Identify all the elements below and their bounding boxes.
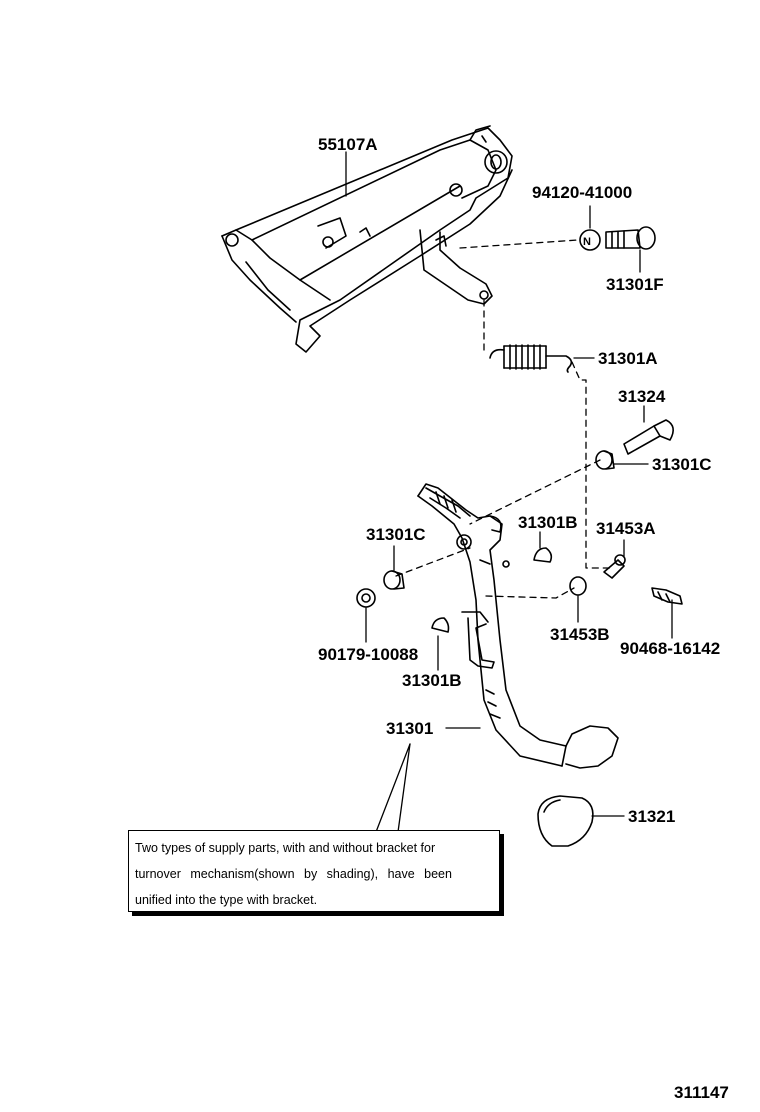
nut-mark: N <box>583 236 591 248</box>
label-31301f: 31301F <box>606 275 664 294</box>
label-31301a: 31301A <box>598 349 658 368</box>
note-box: Two types of supply parts, with and with… <box>128 830 500 912</box>
label-31301c-right: 31301C <box>652 455 712 474</box>
figure-number: 311147 <box>674 1083 729 1102</box>
pin-31324 <box>623 419 674 455</box>
label-55107a: 55107A <box>318 135 378 154</box>
label-31321: 31321 <box>628 807 675 826</box>
bushing-31301c-left <box>383 570 405 590</box>
pedal-bracket-support <box>221 125 513 353</box>
assembly-lines <box>395 239 615 599</box>
label-31301b-bottom: 31301B <box>402 671 462 690</box>
clip-31301b-bottom <box>431 617 450 633</box>
nut-90179-10088 <box>356 588 376 608</box>
clip-31301b-top <box>533 547 553 563</box>
clip-90468-16142 <box>651 587 683 605</box>
note-line-2: turnover mechanism(shown by shading), ha… <box>135 867 452 881</box>
label-31324: 31324 <box>618 387 666 406</box>
label-94120-41000: 94120-41000 <box>532 183 632 202</box>
bolt-31301f <box>605 226 656 250</box>
label-31301b-top: 31301B <box>518 513 578 532</box>
label-31301: 31301 <box>386 719 433 738</box>
clutch-pedal <box>417 483 619 769</box>
spring-31301a <box>489 344 573 373</box>
label-90179-10088: 90179-10088 <box>318 645 418 664</box>
note-line-1: Two types of supply parts, with and with… <box>135 841 436 855</box>
bushing-31301c-right <box>595 450 615 470</box>
nut-94120-41000 <box>579 229 601 251</box>
leader-lines <box>345 151 673 833</box>
note-line-3: unified into the type with bracket. <box>135 893 318 907</box>
bushing-31453b <box>569 576 587 596</box>
label-90468-16142: 90468-16142 <box>620 639 720 658</box>
label-31453b: 31453B <box>550 625 610 644</box>
label-31453a: 31453A <box>596 519 656 538</box>
bolt-31453a <box>603 554 626 579</box>
pedal-pad-31321 <box>537 795 594 847</box>
label-31301c-left: 31301C <box>366 525 426 544</box>
